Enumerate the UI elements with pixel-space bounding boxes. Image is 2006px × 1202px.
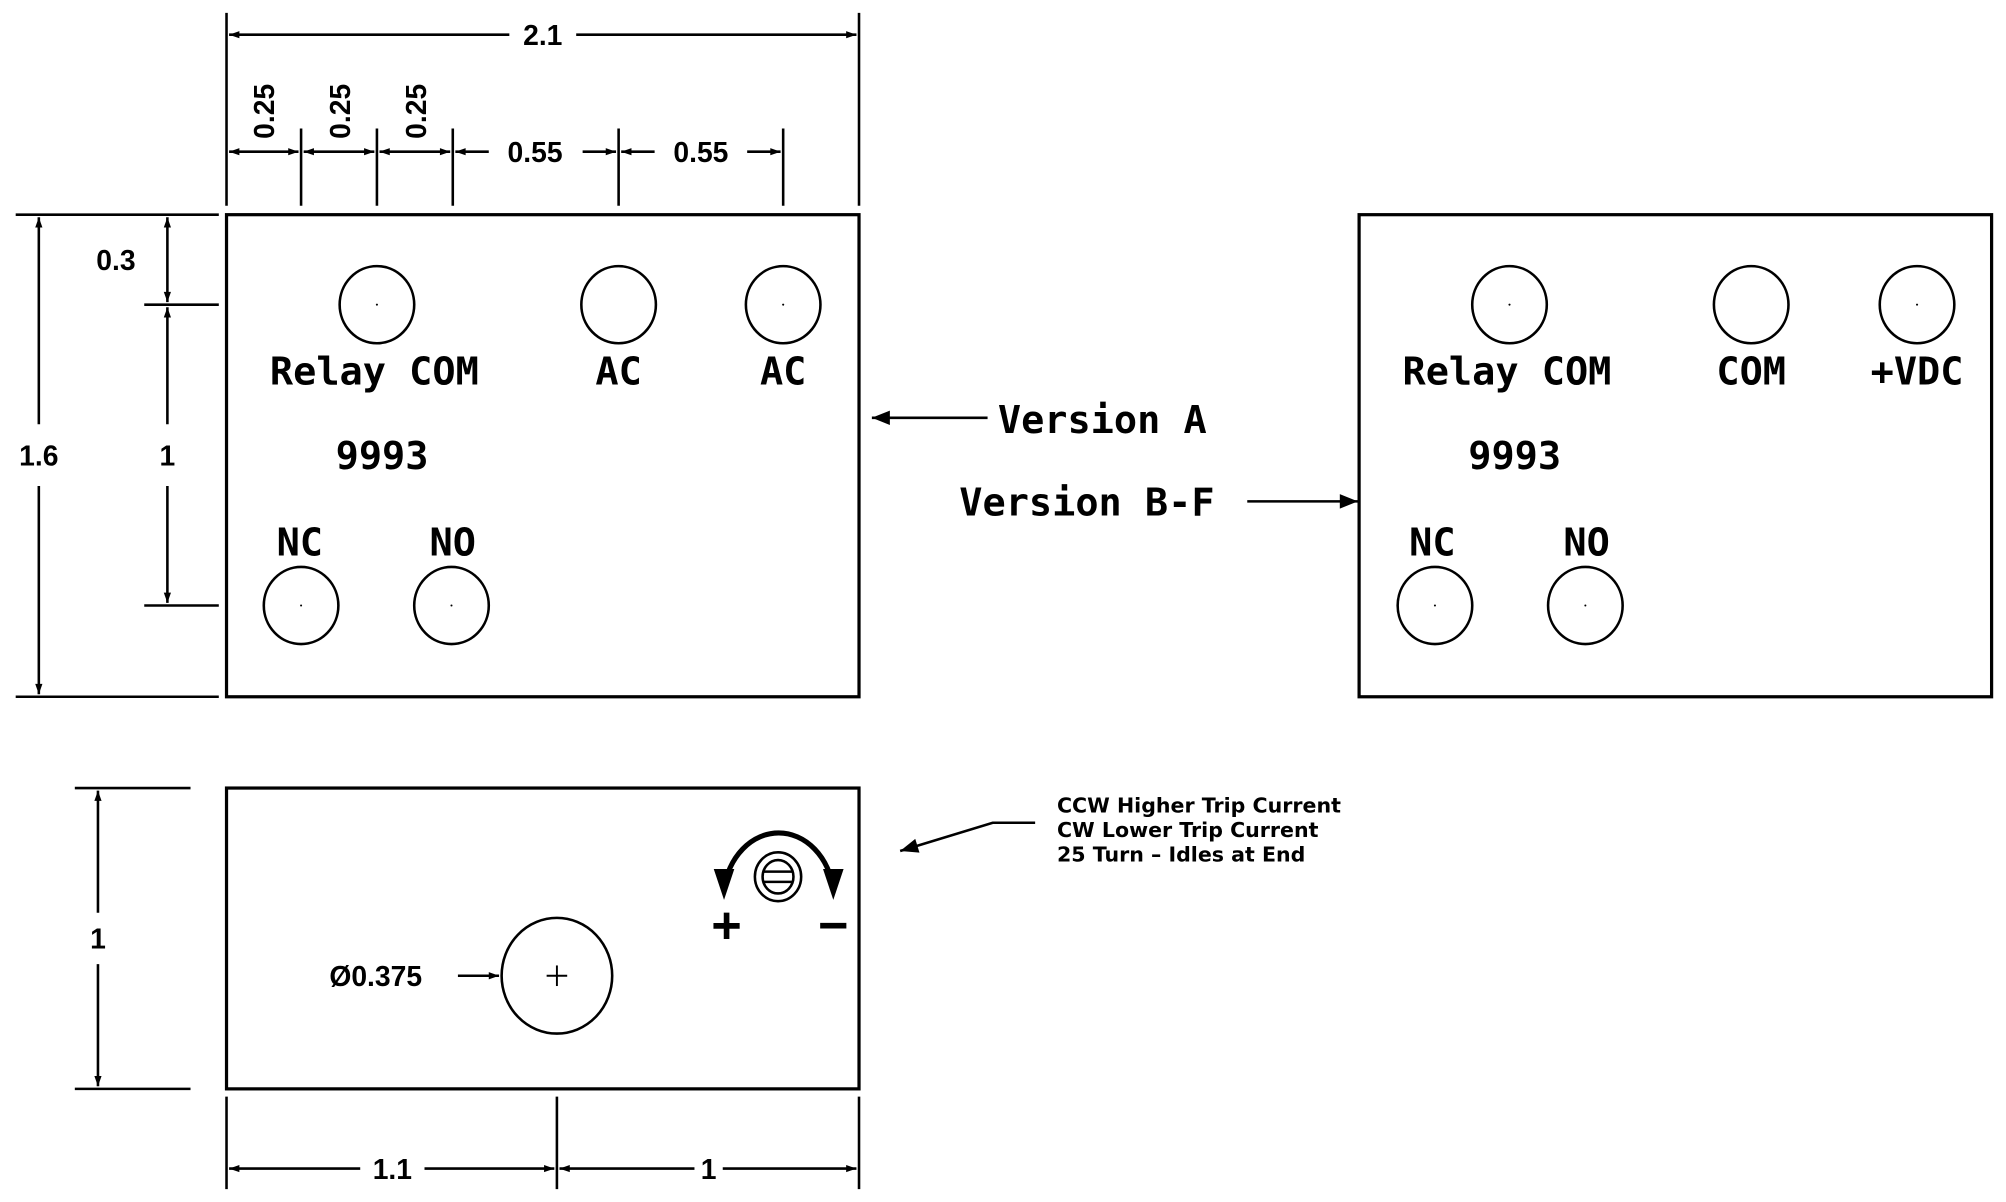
label-terminal-2: AC (595, 349, 641, 394)
dim-overall-width: 2.1 (523, 19, 562, 51)
version-a-label: Version A (998, 398, 1207, 443)
dim-height: 1 (90, 923, 106, 955)
rotation-arrow-icon (713, 830, 844, 900)
label-relay-com: Relay COM (1403, 349, 1612, 394)
label-part-number: 9993 (1468, 434, 1561, 479)
enclosure-outline (224, 213, 861, 699)
dim-right-offset: 1 (701, 1153, 717, 1185)
terminal-com (1712, 264, 1790, 345)
label-terminal-3: AC (760, 349, 806, 394)
terminal-nc (1396, 565, 1474, 646)
note-line-3: 25 Turn – Idles at End (1057, 842, 1305, 866)
dim-pitch-4: 0.55 (508, 136, 563, 168)
dim-overall-height: 1.6 (19, 439, 58, 471)
version-callouts: Version A Version B-F (871, 398, 1358, 526)
note-line-2: CW Lower Trip Current (1057, 818, 1319, 842)
dim-pitch-3: 0.25 (400, 84, 432, 139)
note-line-1: CCW Higher Trip Current (1057, 793, 1341, 817)
dim-left-offset: 1.1 (373, 1153, 412, 1185)
dim-pitch-2: 0.25 (324, 84, 356, 139)
enclosure-side-outline (224, 786, 861, 1091)
terminal-no (1546, 565, 1624, 646)
mounting-hole (500, 916, 614, 1035)
dim-pitch-1: 0.25 (248, 84, 280, 139)
top-view-version-a: 2.1 0.25 0.25 0.25 0.55 0.55 1.6 0.3 1 (15, 12, 861, 699)
label-nc: NC (1409, 520, 1455, 565)
dim-hole-diameter: Ø0.375 (329, 960, 422, 992)
trim-potentiometer-icon (753, 851, 803, 903)
label-nc: NC (277, 520, 323, 565)
dim-top-offset: 0.3 (96, 244, 135, 276)
side-view: 1 Ø0.375 + − CCW Higher Trip Current CW … (74, 786, 1341, 1190)
dim-pitch-5: 0.55 (673, 136, 728, 168)
dim-row-spacing: 1 (160, 439, 176, 471)
terminal-ac-2 (744, 264, 822, 345)
enclosure-outline (1357, 213, 1994, 699)
terminal-nc (262, 565, 340, 646)
note-leader (899, 821, 1036, 853)
label-part-number: 9993 (336, 434, 429, 479)
top-view-version-bf: Relay COM COM +VDC 9993 NC NO (1357, 213, 1994, 699)
label-relay-com: Relay COM (270, 349, 479, 394)
terminal-no (412, 565, 491, 646)
terminal-vdc (1878, 264, 1956, 345)
terminal-ac-1 (580, 264, 658, 345)
terminal-relay-com (1470, 264, 1549, 345)
label-terminal-3: +VDC (1871, 349, 1964, 394)
terminal-relay-com (338, 264, 416, 345)
label-terminal-2: COM (1716, 349, 1786, 394)
label-minus: − (819, 896, 848, 953)
label-plus: + (712, 896, 741, 953)
label-no: NO (1563, 520, 1609, 565)
version-bf-label: Version B-F (959, 481, 1214, 526)
label-no: NO (430, 520, 476, 565)
